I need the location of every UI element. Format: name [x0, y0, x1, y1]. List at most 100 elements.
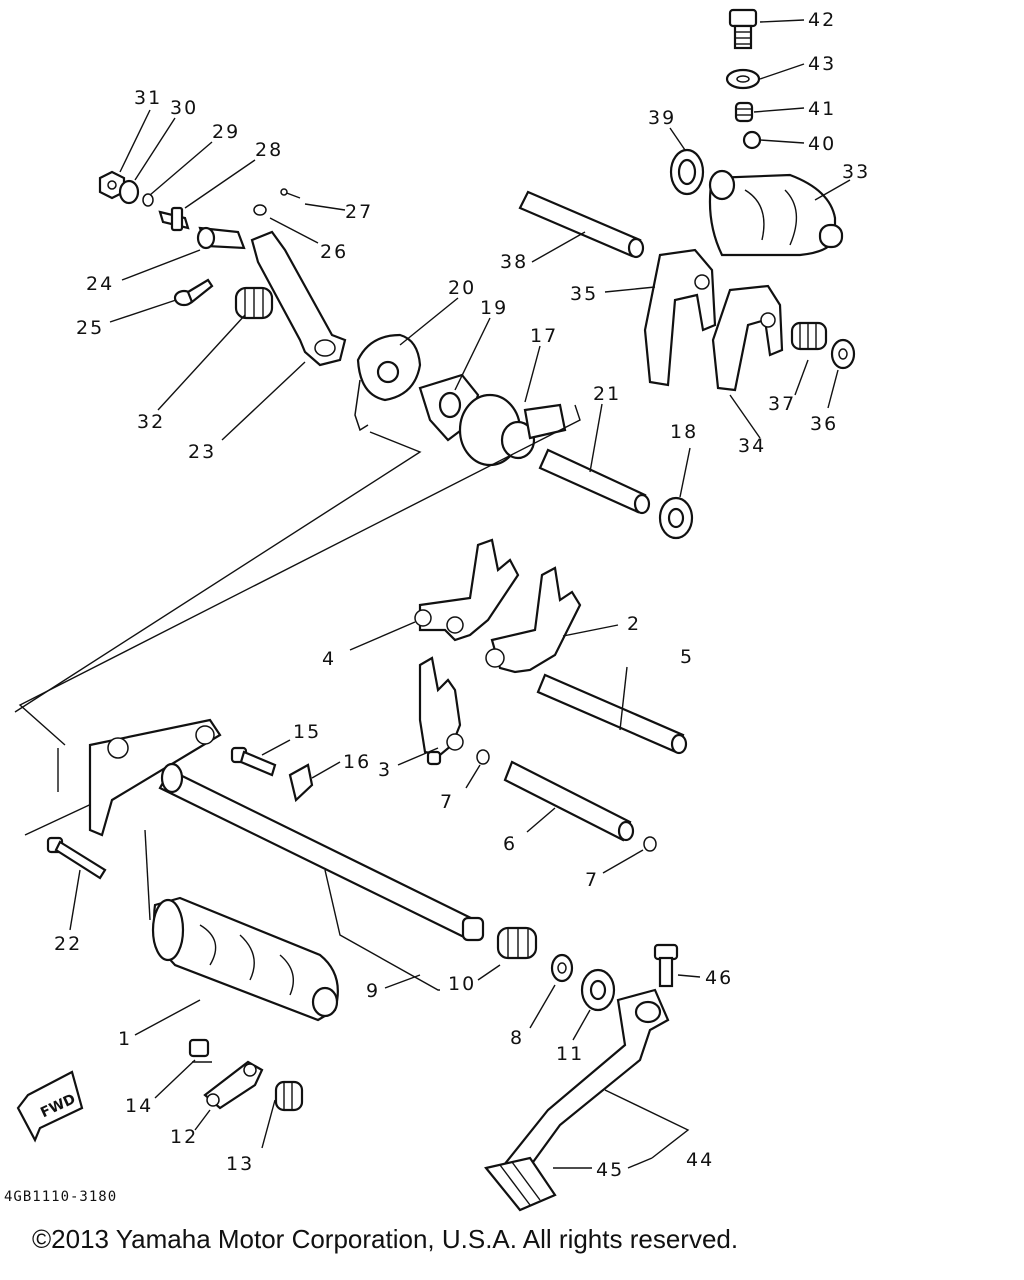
copyright-notice: ©2013 Yamaha Motor Corporation, U.S.A. A… — [32, 1224, 739, 1254]
part-30-washer[interactable] — [118, 179, 140, 205]
part-14-bolt[interactable] — [188, 1038, 212, 1063]
callout-29: 29 — [212, 121, 240, 143]
callout-15: 15 — [293, 721, 321, 743]
part-13-spring[interactable] — [274, 1080, 304, 1112]
part-41-spring[interactable] — [734, 101, 754, 123]
part-3-shift-fork[interactable] — [418, 656, 464, 766]
callout-35: 35 — [570, 283, 598, 305]
callout-20: 20 — [448, 277, 476, 299]
callout-33: 33 — [842, 161, 870, 183]
part-9-shift-shaft[interactable] — [88, 718, 485, 942]
callout-3: 3 — [378, 759, 392, 781]
callout-28: 28 — [255, 139, 283, 161]
part-12-stopper-lever[interactable] — [203, 1060, 264, 1110]
callout-45: 45 — [596, 1159, 624, 1181]
part-39-oil-seal[interactable] — [669, 148, 705, 196]
callout-17: 17 — [530, 325, 558, 347]
part-15-bolt[interactable] — [230, 746, 277, 777]
exploded-parts-diagram: FWD — [4, 8, 870, 1212]
part-33-shift-drum-segment[interactable] — [708, 169, 844, 257]
part-18-oil-seal[interactable] — [658, 496, 694, 540]
callout-2: 2 — [627, 613, 641, 635]
part-46-bolt[interactable] — [653, 943, 679, 988]
part-45-footrest-rubber[interactable] — [484, 1156, 557, 1212]
part-7-ring-b[interactable] — [643, 836, 657, 852]
callout-30: 30 — [170, 97, 198, 119]
part-4-shift-fork[interactable] — [414, 538, 520, 642]
callout-14: 14 — [125, 1095, 153, 1117]
callout-24: 24 — [86, 273, 114, 295]
part-42-bolt[interactable] — [728, 8, 758, 50]
callout-1: 1 — [118, 1028, 132, 1050]
part-1-shift-drum[interactable] — [151, 896, 339, 1022]
part-27-cotter-pin[interactable] — [280, 188, 301, 199]
callout-41: 41 — [808, 98, 836, 120]
part-23-shift-arm[interactable] — [250, 230, 347, 367]
callout-22: 22 — [54, 933, 82, 955]
callout-27: 27 — [345, 201, 373, 223]
callout-46: 46 — [705, 967, 733, 989]
part-36-washer[interactable] — [830, 338, 856, 370]
callout-31: 31 — [134, 87, 162, 109]
callout-19: 19 — [480, 297, 508, 319]
part-11-oil-seal[interactable] — [580, 968, 616, 1012]
callout-39: 39 — [648, 107, 676, 129]
part-26-circlip[interactable] — [253, 204, 267, 216]
fwd-arrow-icon: FWD — [16, 1070, 84, 1143]
part-34-shift-fork[interactable] — [711, 284, 784, 392]
part-24-joint[interactable] — [196, 226, 246, 250]
part-20-segment-plate[interactable] — [354, 333, 422, 432]
part-40-ball[interactable] — [742, 130, 762, 150]
callout-25: 25 — [76, 317, 104, 339]
assembly-guide-lines — [14, 404, 581, 921]
callout-43: 43 — [808, 53, 836, 75]
part-6-shaft[interactable] — [503, 760, 635, 842]
part-22-bolt[interactable] — [46, 836, 107, 880]
callout-23: 23 — [188, 441, 216, 463]
callout-10: 10 — [448, 973, 476, 995]
callout-7b: 7 — [585, 869, 599, 891]
callout-6: 6 — [503, 833, 517, 855]
leader-lines — [69, 19, 851, 1169]
part-2-shift-fork[interactable] — [485, 566, 582, 674]
part-16-clip[interactable] — [288, 763, 314, 803]
callout-13: 13 — [226, 1153, 254, 1175]
callout-12: 12 — [170, 1126, 198, 1148]
callout-40: 40 — [808, 133, 836, 155]
part-37-spring[interactable] — [790, 321, 828, 351]
callout-44: 44 — [686, 1149, 714, 1171]
callout-37: 37 — [768, 393, 796, 415]
callout-36: 36 — [810, 413, 838, 435]
part-10-spring[interactable] — [496, 926, 538, 960]
callout-34: 34 — [738, 435, 766, 457]
callout-16: 16 — [343, 751, 371, 773]
callout-38: 38 — [500, 251, 528, 273]
part-38-shift-fork-shaft[interactable] — [518, 190, 645, 259]
part-5-shaft[interactable] — [536, 673, 688, 755]
part-32-spring[interactable] — [234, 286, 274, 320]
drawing-code: 4GB1110-3180 — [4, 1189, 117, 1205]
callout-11: 11 — [556, 1043, 584, 1065]
part-7-ring-a[interactable] — [476, 749, 490, 765]
callout-26: 26 — [320, 241, 348, 263]
callout-7a: 7 — [440, 791, 454, 813]
part-21-shaft[interactable] — [538, 448, 651, 515]
callout-4: 4 — [322, 648, 336, 670]
callout-21: 21 — [593, 383, 621, 405]
callout-9: 9 — [366, 980, 380, 1002]
callout-5: 5 — [680, 646, 694, 668]
part-8-washer[interactable] — [550, 953, 574, 983]
callout-18: 18 — [670, 421, 698, 443]
part-17-segment[interactable] — [458, 393, 567, 467]
part-44-shift-pedal[interactable] — [498, 988, 670, 1182]
part-31-nut[interactable] — [98, 170, 126, 200]
part-25-pin[interactable] — [173, 278, 214, 307]
callout-labels: 42 43 41 40 39 33 38 35 37 36 34 21 18 1… — [54, 9, 870, 1181]
part-28-bolt[interactable] — [158, 206, 190, 232]
part-43-washer[interactable] — [725, 68, 761, 90]
callout-42: 42 — [808, 9, 836, 31]
part-35-shift-fork[interactable] — [643, 248, 717, 387]
callout-8: 8 — [510, 1027, 524, 1049]
callout-32: 32 — [137, 411, 165, 433]
part-29-circlip[interactable] — [142, 193, 154, 207]
